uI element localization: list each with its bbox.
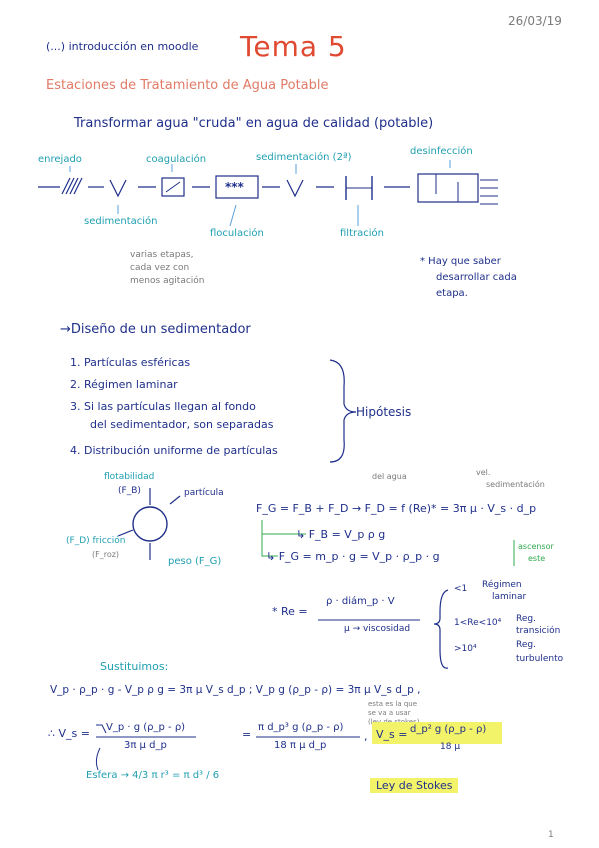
label-sedimentacion-2: sedimentación (2ª) [256,152,352,163]
label-enrejado: enrejado [38,154,82,165]
small-note-2: se va a usar [368,709,411,717]
blue-note-2: desarrollar cada [436,272,517,283]
substitution-heading: Sustituimos: [100,660,169,673]
final-numerator: d_p² g (ρ_p - ρ) [410,724,487,735]
final-formula-highlight [372,722,502,744]
equation-force-balance: F_G = F_B + F_D → F_D = f (Re)* = 3π μ ·… [256,502,537,515]
label-particula: partícula [184,488,224,498]
regime1-name-2: laminar [492,592,527,602]
label-fb: (F_B) [118,486,141,496]
date: 26/03/19 [508,14,562,28]
note-este: este [528,554,546,563]
floc-box-text: *** [225,180,244,194]
hypotheses-label: Hipótesis [356,405,412,419]
intro-note: (...) introducción en moodle [46,40,199,53]
regime1-name-1: Régimen [482,580,522,590]
grey-note-3: menos agitación [130,276,205,286]
label-coagulacion: coagulación [146,154,207,165]
small-note-1: esta es la que [368,700,418,708]
page-number: 1 [548,830,554,840]
regime2-name-2: transición [516,626,561,636]
label-filtracion: filtración [340,228,384,239]
substitution-line: V_p · ρ_p · g - V_p ρ g = 3π μ V_s d_p ;… [50,684,421,696]
eq2-comma: , [364,730,368,743]
grey-del-agua: del agua [372,472,407,481]
grey-vel: vel. [476,468,491,477]
page-title: Tema 5 [240,30,347,63]
final-vs-label: V_s = [376,728,408,741]
label-sedimentacion: sedimentación [84,216,158,227]
subtitle: Estaciones de Tratamiento de Agua Potabl… [46,78,329,93]
vs-label: ∴ V_s = [48,727,90,740]
reynolds-label: * Re = [272,605,308,618]
eq2-denominator: 18 π μ d_p [274,740,327,751]
hypothesis-3-cont: del sedimentador, son separadas [90,418,274,431]
equation-fg: ↳ F_G = m_p · g = V_p · ρ_p · g [266,550,440,563]
grey-note-1: varias etapas, [130,250,194,260]
regime3-name-2: turbulento [516,654,564,664]
regime1-cond: <1 [454,584,468,594]
final-denominator: 18 μ [440,742,461,752]
hypothesis-3: 3. Si las partículas llegan al fondo [70,400,256,413]
label-friccion: (F_D) fricción [66,536,126,546]
blue-note-1: * Hay que saber [420,256,501,267]
hypothesis-4: 4. Distribución uniforme de partículas [70,444,278,457]
regime3-cond: >10⁴ [454,644,477,654]
equation-fb: ↳ F_B = V_p ρ g [296,528,386,541]
blue-note-3: etapa. [436,288,468,299]
grey-sedimentacion: sedimentación [486,480,545,489]
grey-note-2: cada vez con [130,263,190,273]
regime2-cond: 1<Re<10⁴ [454,618,502,628]
label-floculacion: floculación [210,228,264,239]
reynolds-numerator: ρ · diám_p · V [326,596,395,607]
hypothesis-1: 1. Partículas esféricas [70,356,191,369]
reynolds-denominator: μ → viscosidad [344,624,411,634]
label-peso: peso (F_G) [168,556,222,567]
label-flotabilidad: flotabilidad [104,472,155,482]
sphere-volume-note: Esfera → 4/3 π r³ = π d³ / 6 [86,770,220,781]
regime2-name-1: Reg. [516,614,536,624]
regime3-name-1: Reg. [516,640,536,650]
vs-numerator: V_p · g (ρ_p - ρ) [106,722,186,733]
eq2-equals: = [242,728,252,741]
stokes-law-label: Ley de Stokes [370,778,459,793]
label-desinfeccion: desinfección [410,146,473,157]
section-title: →Diseño de un sedimentador [60,322,251,337]
label-froz: (F_roz) [92,550,120,559]
process-description: Transformar agua "cruda" en agua de cali… [74,116,434,131]
eq2-numerator: π d_p³ g (ρ_p - ρ) [258,722,344,733]
vs-denominator: 3π μ d_p [124,740,167,751]
note-ascensor: ascensor [518,542,554,551]
hypothesis-2: 2. Régimen laminar [70,378,178,391]
